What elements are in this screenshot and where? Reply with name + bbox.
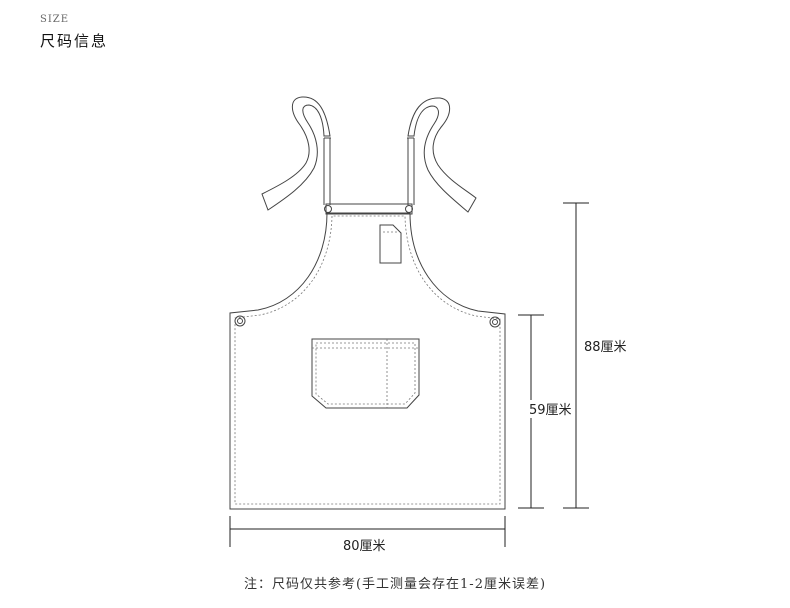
dim-width: 80厘米 xyxy=(343,539,386,554)
grommet-left-side-inner xyxy=(237,318,243,324)
page-title: 尺码信息 xyxy=(40,32,109,50)
measurement-note: 注：尺码仅共参考(手工测量会存在1-2厘米误差) xyxy=(243,577,547,592)
apron-body xyxy=(229,212,506,510)
right-strap-loop xyxy=(407,97,477,213)
grommet-right-side-inner xyxy=(492,319,498,325)
grommet-right-side xyxy=(489,316,501,328)
grommet-right-top xyxy=(405,205,413,213)
dim-body-length: 59厘米 xyxy=(529,403,572,418)
left-strap xyxy=(323,137,331,205)
dim-total-length: 88厘米 xyxy=(584,340,627,355)
pen-pocket xyxy=(379,224,402,264)
apron-stitching xyxy=(234,215,501,505)
left-strap-loop xyxy=(261,96,331,211)
header-label-en: SIZE xyxy=(40,14,70,25)
grommet-left-side xyxy=(234,315,246,327)
front-pocket xyxy=(311,338,420,409)
right-strap xyxy=(407,137,415,205)
